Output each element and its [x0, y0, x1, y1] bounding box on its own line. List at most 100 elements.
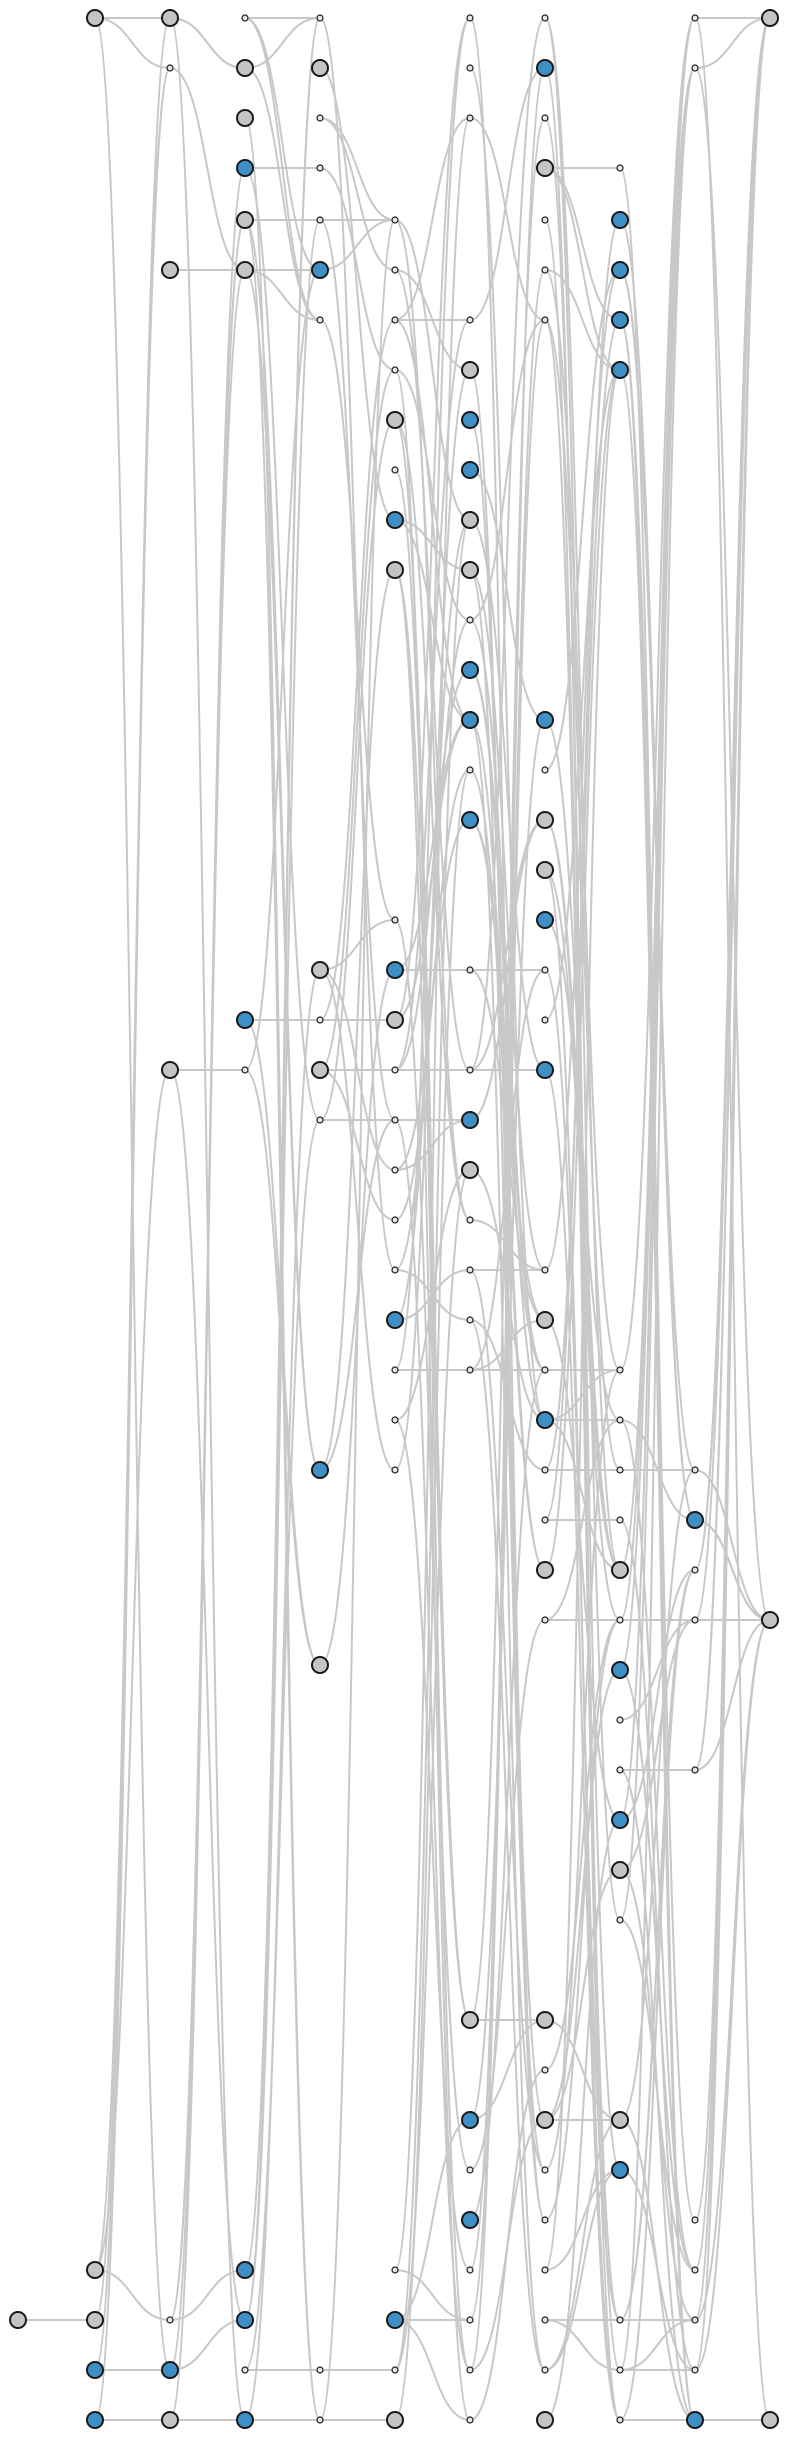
graph-edge: [244, 269, 321, 1471]
gray-node: [9, 2311, 27, 2329]
graph-edge: [469, 117, 546, 2021]
blue-node: [461, 461, 479, 479]
graph-edge: [544, 2319, 621, 2371]
graph-edge: [244, 17, 321, 69]
graph-edge: [544, 167, 621, 371]
blue-node: [236, 1011, 254, 1029]
graph-edge: [394, 117, 471, 2271]
dummy-node: [316, 216, 324, 224]
graph-edge: [619, 17, 696, 1821]
dummy-node: [466, 1066, 474, 1074]
graph-edge: [469, 1369, 546, 2221]
blue-node: [461, 661, 479, 679]
dummy-node: [466, 616, 474, 624]
graph-edge: [319, 117, 396, 271]
graph-edge: [544, 2119, 621, 2371]
dummy-node: [466, 114, 474, 122]
dummy-node: [616, 1616, 624, 1624]
dummy-node: [616, 1916, 624, 1924]
graph-edge: [619, 1669, 696, 2271]
graph-edge: [319, 17, 396, 1271]
dummy-node: [541, 1466, 549, 1474]
graph-edge: [469, 67, 546, 321]
graph-edge: [394, 219, 471, 521]
graph-edge: [319, 319, 396, 921]
gray-node: [236, 261, 254, 279]
graph-edge: [244, 269, 321, 321]
dummy-node: [466, 1216, 474, 1224]
blue-node: [611, 1811, 629, 1829]
graph-edge: [319, 1069, 396, 1221]
graph-edge: [544, 1319, 621, 1821]
graph-edge: [469, 319, 546, 2321]
graph-edge: [469, 519, 546, 1071]
dummy-node: [691, 1566, 699, 1574]
dummy-node: [616, 164, 624, 172]
gray-node: [236, 59, 254, 77]
graph-edge: [169, 17, 246, 69]
dummy-node: [166, 2316, 174, 2324]
graph-edge: [469, 569, 546, 1271]
blue-node: [461, 2211, 479, 2229]
graph-edge: [244, 219, 321, 2321]
gray-node: [461, 561, 479, 579]
graph-edge: [394, 369, 471, 1471]
graph-edge: [319, 369, 396, 1071]
dummy-node: [541, 966, 549, 974]
dummy-node: [316, 164, 324, 172]
dummy-node: [691, 14, 699, 22]
dummy-node: [316, 14, 324, 22]
blue-node: [386, 2311, 404, 2329]
graph-edge: [544, 1619, 621, 2221]
gray-node: [161, 2411, 179, 2429]
graph-edge: [544, 969, 621, 2321]
graph-edge: [544, 2169, 621, 2271]
gray-node: [386, 2411, 404, 2429]
dummy-node: [391, 1466, 399, 1474]
graph-edge: [694, 1469, 771, 1621]
graph-edge: [319, 67, 396, 521]
blue-node: [311, 261, 329, 279]
dummy-node: [166, 64, 174, 72]
gray-node: [761, 1611, 779, 1629]
graph-edge: [94, 2269, 171, 2321]
dummy-node: [616, 1416, 624, 1424]
graph-edge: [544, 869, 621, 1571]
graph-edge: [619, 1469, 696, 2121]
blue-node: [461, 811, 479, 829]
graph-edge: [394, 17, 471, 1021]
dummy-node: [391, 1066, 399, 1074]
graph-edge: [169, 1069, 246, 2321]
graph-edge: [619, 1619, 696, 1721]
gray-node: [236, 211, 254, 229]
blue-node: [686, 2411, 704, 2429]
gray-node: [86, 9, 104, 27]
graph-edge: [394, 369, 471, 2371]
graph-edge: [319, 969, 396, 1471]
graph-edge: [319, 117, 396, 221]
graph-edge: [544, 919, 621, 1421]
graph-edge: [469, 2019, 546, 2121]
gray-node: [536, 2011, 554, 2029]
gray-node: [386, 561, 404, 579]
graph-edge: [394, 769, 471, 2421]
graph-edge: [244, 1069, 321, 1666]
gray-node: [161, 1061, 179, 1079]
gray-node: [386, 1011, 404, 1029]
dummy-node: [541, 114, 549, 122]
gray-node: [461, 511, 479, 529]
gray-node: [86, 2261, 104, 2279]
dummy-node: [391, 2266, 399, 2274]
blue-node: [161, 2361, 179, 2379]
graph-edge: [169, 2319, 246, 2371]
graph-edge: [619, 1619, 696, 1871]
graph-edge: [469, 1619, 546, 2171]
graph-edge: [394, 1169, 471, 1421]
graph-edge: [544, 1419, 621, 1621]
dummy-node: [541, 316, 549, 324]
graph-edge: [244, 17, 321, 271]
gray-node: [611, 1861, 629, 1879]
dummy-node: [391, 916, 399, 924]
gray-node: [461, 2011, 479, 2029]
dummy-node: [616, 1716, 624, 1724]
